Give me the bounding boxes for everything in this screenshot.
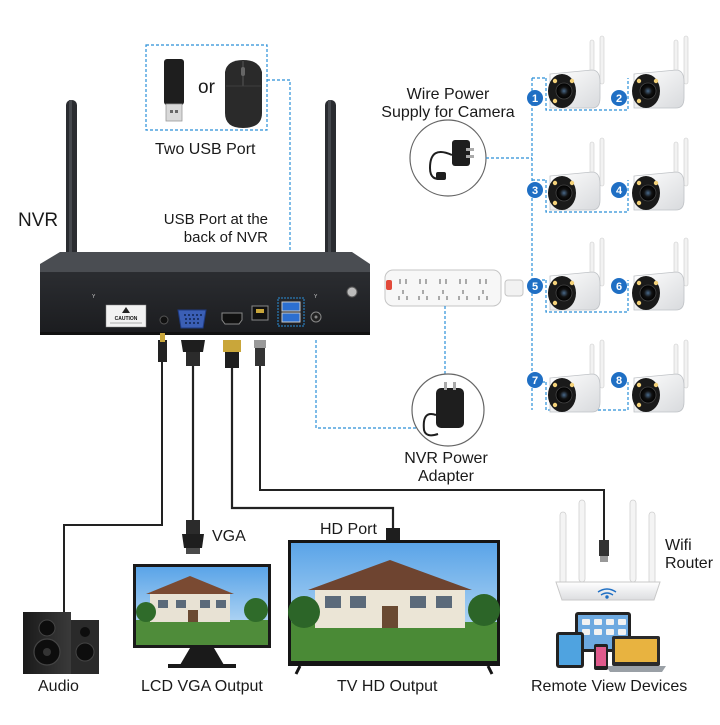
audio-cable <box>63 333 167 612</box>
usb-stick-icon <box>164 59 184 122</box>
camera-badge-2 <box>611 90 627 106</box>
camera-badge-4 <box>611 182 627 198</box>
speakers-icon <box>23 612 99 674</box>
ground-screw <box>346 286 358 298</box>
camera-2 <box>632 35 689 109</box>
wifi-router <box>555 499 661 601</box>
camera-number-8: 8 <box>616 375 622 387</box>
camera-number-6: 6 <box>616 281 622 293</box>
svg-text:Y: Y <box>92 294 96 300</box>
camera-badge-3 <box>527 182 543 198</box>
nvr-power-adapter <box>411 373 485 447</box>
camera-number-2: 2 <box>616 93 622 105</box>
usb-box-border <box>145 44 268 131</box>
lcd-monitor <box>133 564 271 668</box>
camera-number-5: 5 <box>532 281 538 293</box>
nvr-label: NVR <box>18 210 59 231</box>
camera-3 <box>548 137 605 211</box>
caution-text: CAUTION <box>115 316 138 322</box>
audio-label: Audio <box>38 678 79 695</box>
usb-port-back-label-1: USB Port at the <box>163 211 268 228</box>
tv-hd-output-label: TV HD Output <box>337 678 438 695</box>
usb-device-box <box>145 44 268 131</box>
camera-6 <box>632 237 689 311</box>
two-usb-port-label: Two USB Port <box>155 141 256 158</box>
tv <box>288 540 500 675</box>
caution-label: CAUTION <box>105 304 147 328</box>
nvr-usb-ports <box>277 297 305 327</box>
camera-5 <box>548 237 605 311</box>
wifi-signal-icon <box>597 588 617 599</box>
audio-port <box>159 315 169 325</box>
usb-dashed-connector <box>267 79 291 300</box>
lan-cable <box>254 340 609 562</box>
camera-power-adapter <box>409 119 487 197</box>
camera-badge-1 <box>527 90 543 106</box>
nvr-power-label-2: Adapter <box>417 468 475 485</box>
svg-text:Y: Y <box>314 294 318 300</box>
lcd-vga-output-label: LCD VGA Output <box>141 678 263 695</box>
hdmi-port <box>221 312 243 325</box>
wifi-router-label-1: Wifi <box>665 537 692 554</box>
vga-port <box>177 309 207 329</box>
nvr-device: CAUTION <box>40 100 370 335</box>
camera-number-4: 4 <box>616 185 623 197</box>
camera-badge-6 <box>611 278 627 294</box>
wifi-router-label-2: Router <box>665 555 714 572</box>
hdmi-cable <box>223 340 400 545</box>
power-strip <box>384 269 524 307</box>
vga-label: VGA <box>212 528 246 545</box>
camera-1 <box>548 35 605 109</box>
lan-port <box>251 305 269 321</box>
camera-number-1: 1 <box>532 93 538 105</box>
camera-7 <box>548 339 605 413</box>
mouse-icon <box>225 60 262 128</box>
camera-badge-5 <box>527 278 543 294</box>
camera-badge-7 <box>527 372 543 388</box>
vga-cable <box>181 340 205 554</box>
remote-devices-icon <box>556 612 666 672</box>
nvr-power-dashed-connector <box>315 340 416 429</box>
or-label: or <box>198 77 215 98</box>
wire-power-label-1: Wire Power <box>406 86 490 103</box>
camera-group: 1 2 3 4 5 6 7 8 <box>527 35 689 413</box>
usb-port-back-label-2: back of NVR <box>183 229 268 246</box>
nvr-power-label-1: NVR Power <box>404 450 488 467</box>
camera-number-7: 7 <box>532 375 538 387</box>
remote-view-devices-label: Remote View Devices <box>531 678 688 695</box>
camera-number-3: 3 <box>532 185 538 197</box>
camera-dashed-grid <box>531 77 629 411</box>
camera-8 <box>632 339 689 413</box>
wire-power-label-2: Supply for Camera <box>381 104 515 121</box>
camera-badge-8 <box>611 372 627 388</box>
camera-4 <box>632 137 689 211</box>
hd-port-label: HD Port <box>320 521 377 538</box>
